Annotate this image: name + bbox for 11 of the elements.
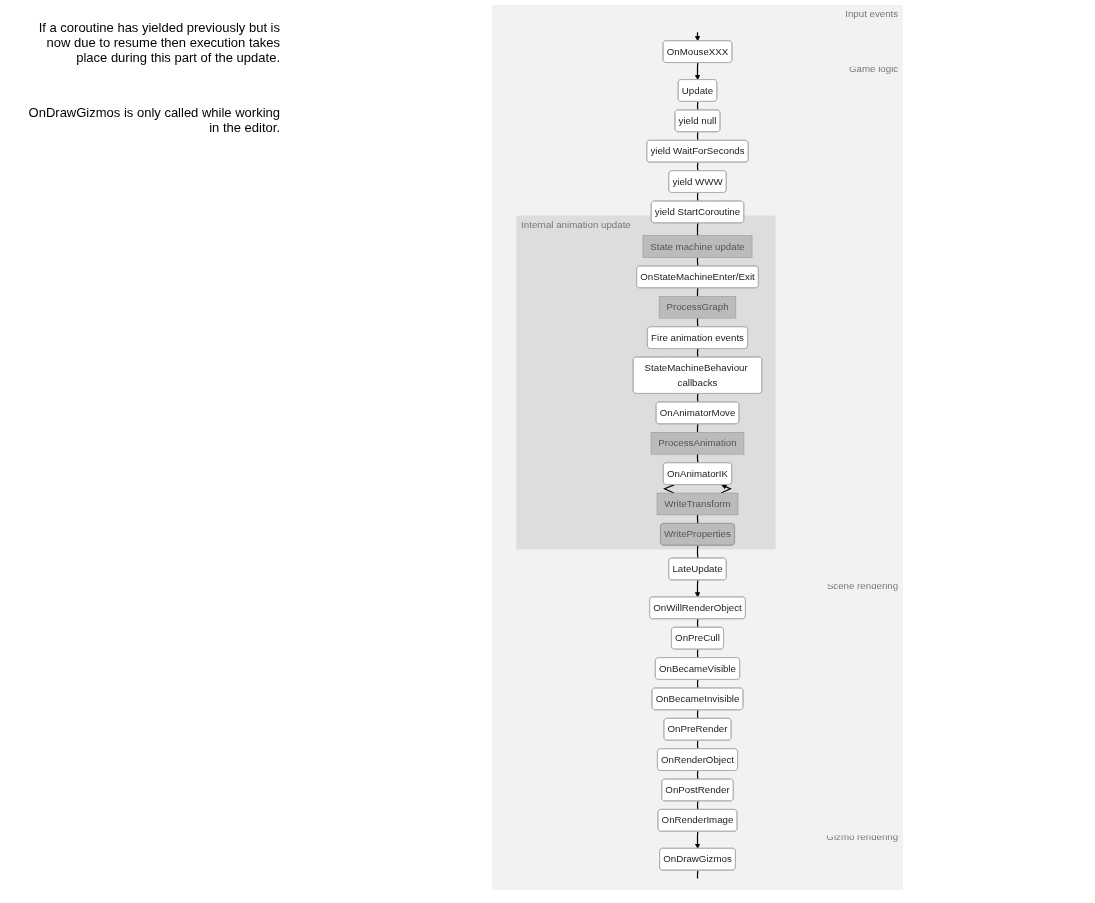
arrow — [694, 31, 701, 42]
node-box: State machine update — [642, 235, 753, 258]
arrow — [720, 484, 732, 494]
node-box: ProcessAnimation — [650, 432, 745, 455]
node-box: WriteTransform — [656, 492, 739, 516]
note-text: If a coroutine has yielded previously but is now due to resume then execution takes place during this part of the update. — [37, 20, 280, 65]
arrow — [694, 830, 701, 849]
arrow — [694, 579, 701, 598]
note-text: OnDrawGizmos is only called while working in the editor. — [27, 105, 280, 135]
arrow — [694, 62, 701, 81]
node-box: ProcessGraph — [658, 296, 737, 319]
